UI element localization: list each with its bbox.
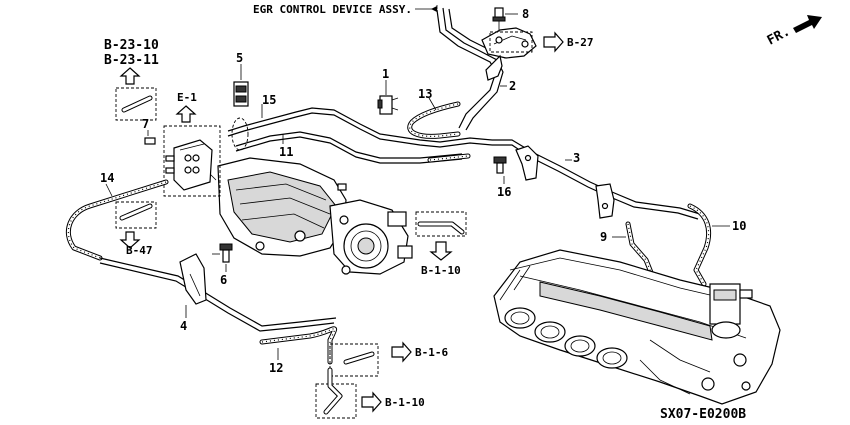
- callout-12: 12: [269, 361, 283, 375]
- connector-block: [165, 139, 213, 191]
- arrow-down-icon-b1-10-center: [429, 241, 453, 261]
- ref-b-23-10: B-23-10: [104, 38, 159, 53]
- front-direction-label: FR.: [765, 24, 793, 48]
- callout-1: 1: [382, 67, 389, 81]
- callout-5: 5: [236, 51, 243, 65]
- callout-10: 10: [732, 219, 746, 233]
- hose-10: [687, 203, 712, 287]
- egr-bracket-assembly: [481, 27, 537, 81]
- ref-e-1: E-1: [177, 91, 197, 104]
- leader-14: [105, 183, 113, 197]
- callout-3: 3: [573, 151, 580, 165]
- b1-10-center-hose: [417, 221, 465, 235]
- vacuum-fitting-1: [377, 95, 399, 115]
- tube-bracket-4: [179, 253, 207, 305]
- callout-15: 15: [262, 93, 276, 107]
- arrow-up-icon-b23: [119, 67, 141, 85]
- bolt-6: [212, 243, 233, 263]
- b23-hose-stub: [121, 95, 153, 113]
- vacuum-tube-15: [227, 107, 493, 148]
- b1-10-bottom-hose: [323, 367, 343, 415]
- callout-9: 9: [600, 230, 607, 244]
- arrow-up-icon-e1: [175, 105, 197, 123]
- tube-bracket-3a: [515, 145, 539, 181]
- callout-6: 6: [220, 273, 227, 287]
- b1-6-hose-stub: [343, 351, 375, 365]
- callout-11: 11: [279, 145, 293, 159]
- b47-reference-box: [115, 201, 157, 229]
- hose-12: [259, 326, 337, 365]
- b1-10-center-reference-box: [415, 211, 467, 237]
- hose-13: [407, 101, 461, 139]
- arrow-right-icon-b27: [543, 31, 564, 53]
- arrow-right-icon-b1-10-bottom: [361, 391, 382, 413]
- diagram-code: SX07-E0200B: [660, 407, 746, 422]
- leader-13: [428, 97, 437, 111]
- clamp-5-position-marker: [231, 117, 249, 151]
- tube-bracket-3b: [595, 183, 615, 219]
- ref-b-47: B-47: [126, 244, 153, 257]
- vacuum-tube-11: [235, 131, 463, 164]
- hose-14: [66, 179, 169, 261]
- egr-control-device-label: EGR CONTROL DEVICE ASSY.: [253, 3, 412, 16]
- callout-8: 8: [522, 7, 529, 21]
- hose-9: [625, 221, 657, 283]
- ref-b-1-6: B-1-6: [415, 346, 448, 359]
- callout-7: 7: [142, 117, 149, 131]
- intake-manifold: [493, 249, 781, 405]
- hose-11-end: [427, 153, 471, 163]
- callout-2: 2: [509, 79, 516, 93]
- b27-reference-box: [489, 31, 533, 53]
- bolt-8: [492, 7, 506, 32]
- arrow-down-icon-b47: [119, 231, 141, 249]
- callout-16: 16: [497, 185, 511, 199]
- bolt-16: [493, 156, 507, 174]
- ref-b-1-10-center: B-1-10: [421, 264, 461, 277]
- e1-reference-box: [163, 125, 221, 197]
- ref-b-1-10-bottom: B-1-10: [385, 396, 425, 409]
- vacuum-tube-4: [99, 257, 337, 332]
- front-direction-indicator: FR.: [765, 15, 822, 49]
- clamp-5: [233, 81, 249, 107]
- egr-label-arrowhead: [431, 6, 437, 12]
- b23-reference-box: [115, 87, 157, 121]
- intake-chamber-throttle-body: [203, 157, 413, 275]
- callout-13: 13: [418, 87, 432, 101]
- b47-hose-stub: [119, 203, 153, 221]
- callout-14: 14: [100, 171, 114, 185]
- plug-7: [144, 137, 156, 145]
- ref-b-23-11: B-23-11: [104, 53, 159, 68]
- ref-b-27: B-27: [567, 36, 594, 49]
- callout-4: 4: [180, 319, 187, 333]
- b1-10-bottom-reference-box: [315, 383, 357, 419]
- front-arrow-icon: [793, 15, 822, 33]
- arrow-right-icon-b1-6: [391, 341, 412, 363]
